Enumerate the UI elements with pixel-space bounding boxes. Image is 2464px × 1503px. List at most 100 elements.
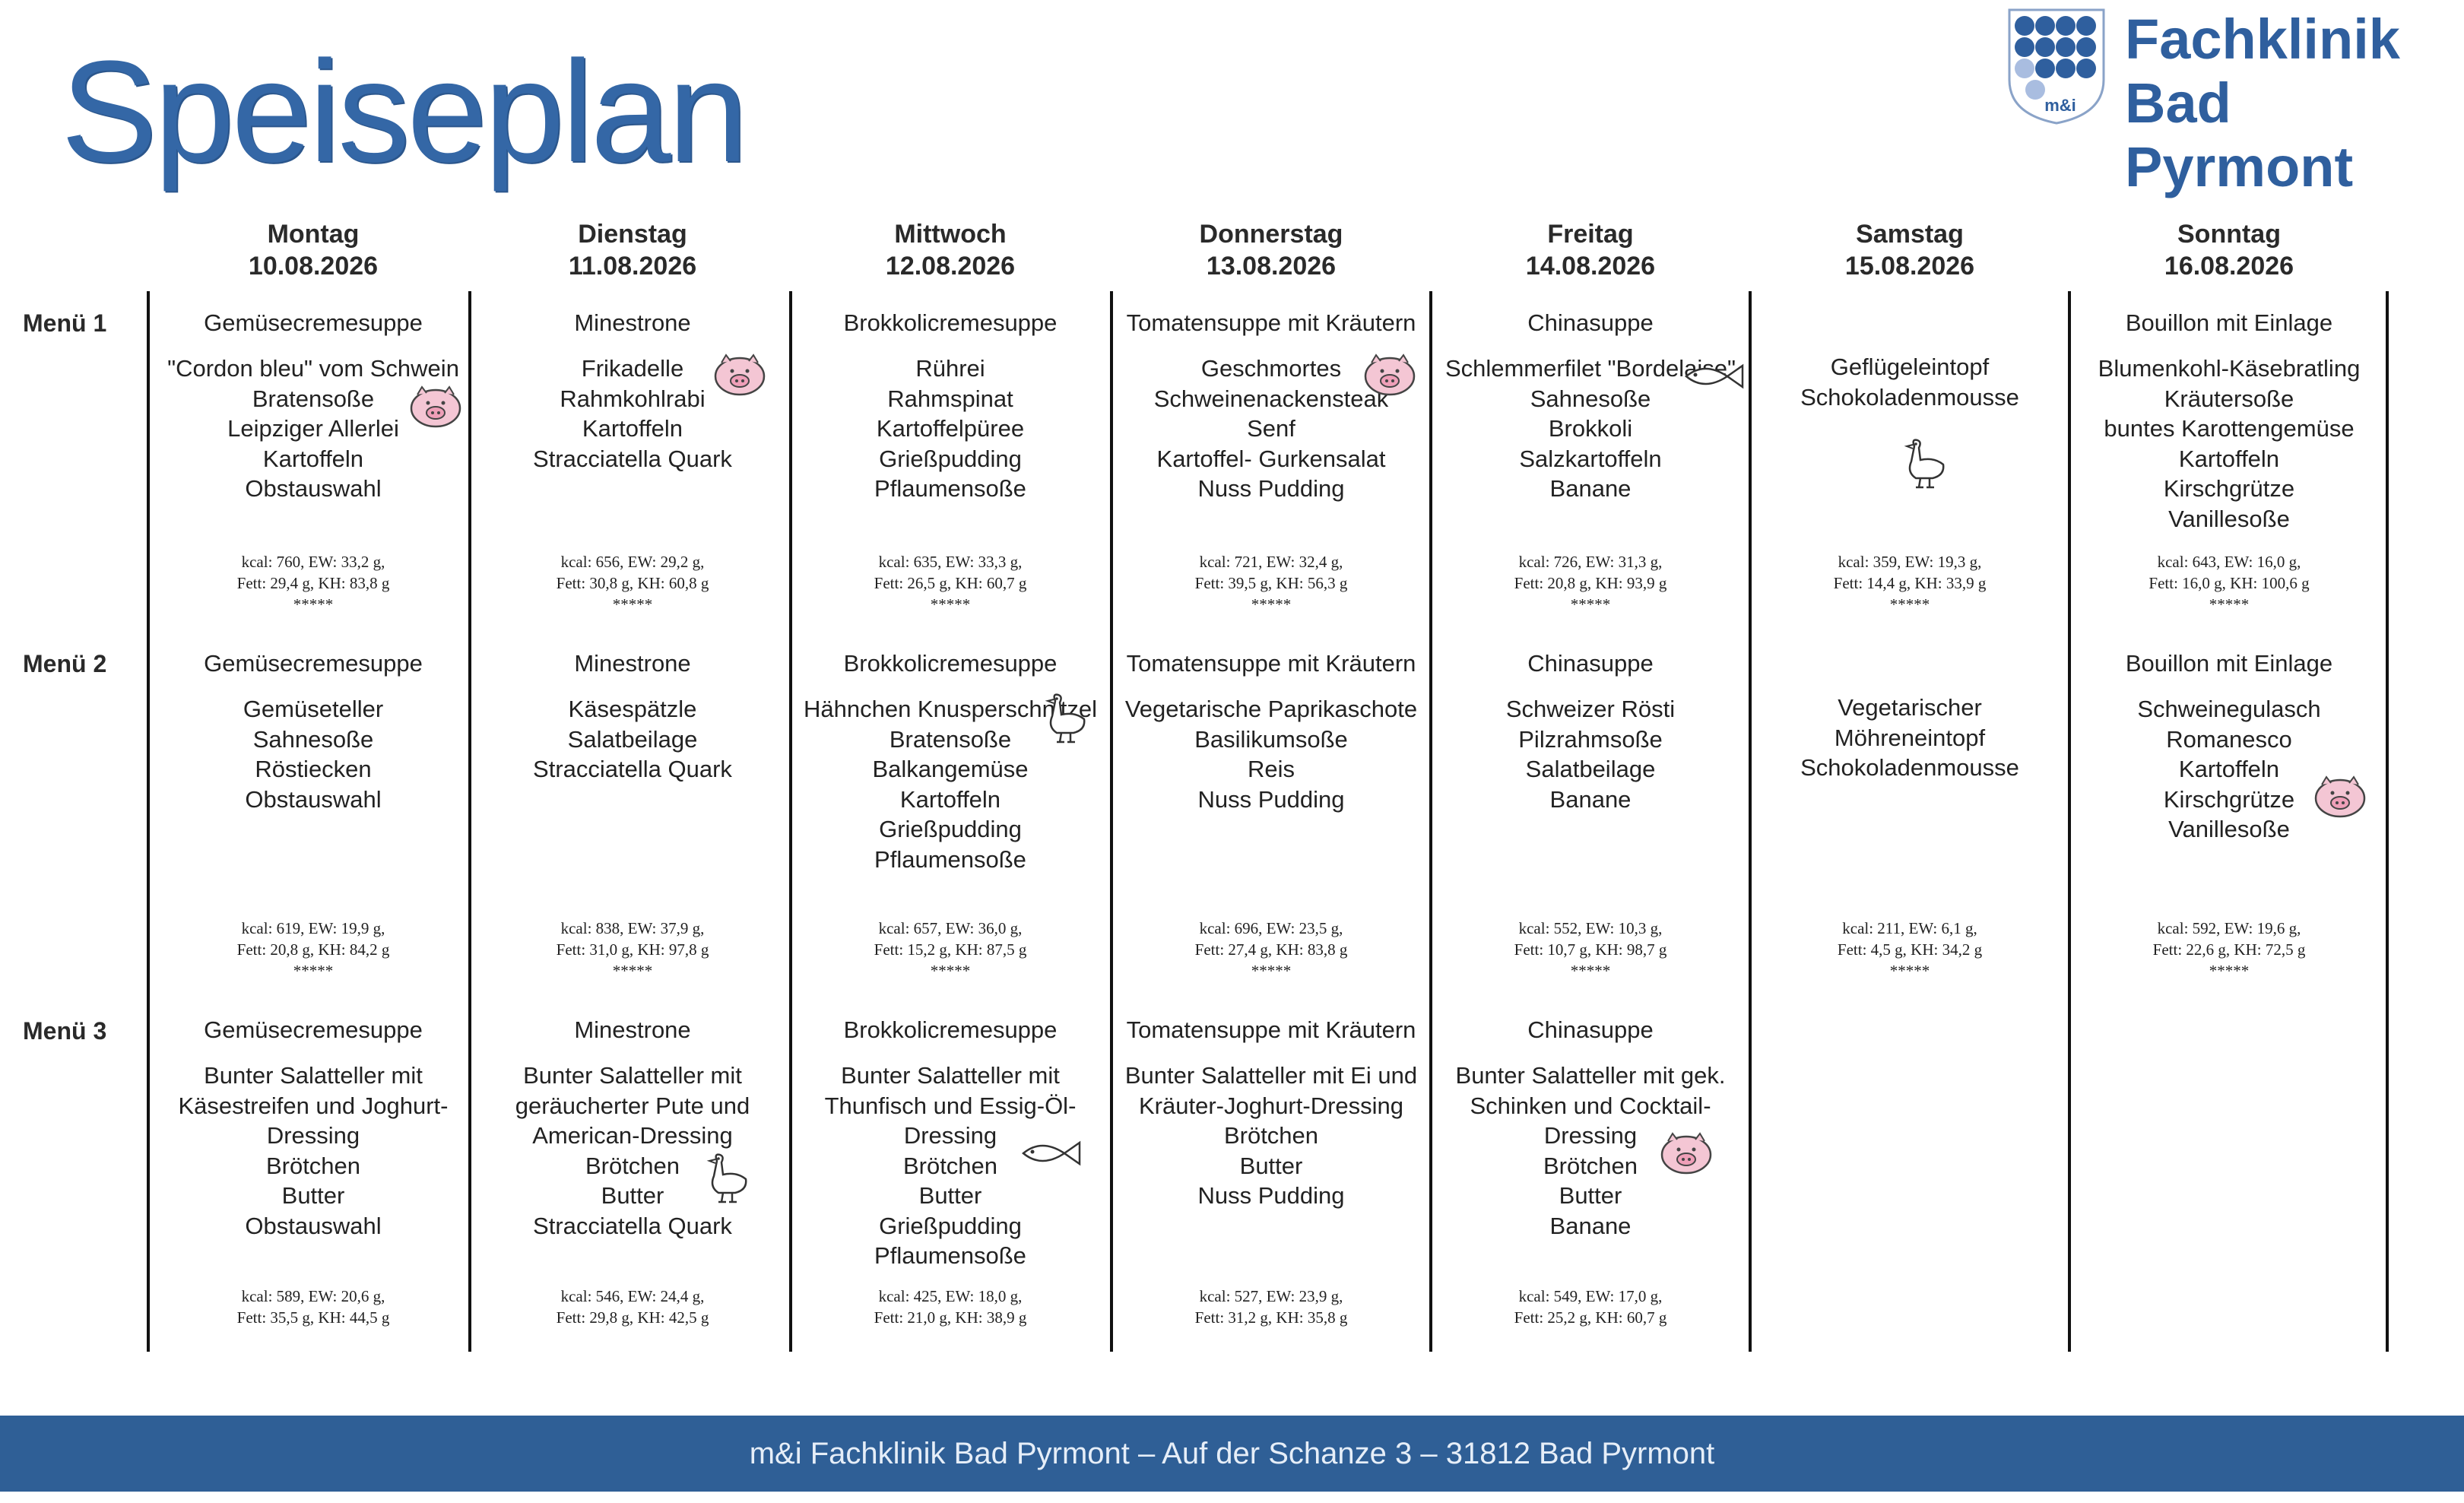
menu-label: Menü 1 [23, 309, 107, 337]
dish-item: Käsestreifen und Joghurt- [178, 1092, 449, 1119]
dish-item: Schokoladenmousse [1800, 754, 2019, 781]
nutrition-info: kcal: 760, EW: 33,2 g,Fett: 29,4 g, KH: … [157, 551, 469, 615]
dish-item: Kartoffeln [2178, 445, 2280, 472]
nutrition-line: Fett: 16,0 g, KH: 100,6 g [2148, 574, 2310, 592]
rating-stars: ***** [1251, 962, 1292, 980]
footer-bar: m&i Fachklinik Bad Pyrmont – Auf der Sch… [0, 1416, 2464, 1492]
soup-item: Minestrone [574, 309, 691, 336]
day-date: 14.08.2026 [1525, 252, 1656, 281]
day-name: Dienstag [578, 220, 687, 249]
nutrition-info: kcal: 546, EW: 24,4 g,Fett: 29,8 g, KH: … [477, 1286, 788, 1328]
rating-stars: ***** [612, 595, 653, 614]
dish-item: Dressing [266, 1122, 360, 1149]
column-divider [2386, 291, 2389, 1352]
dish-item: Brötchen [585, 1152, 680, 1179]
logo-line-2: Bad Pyrmont [2125, 71, 2354, 198]
dish-item: Rahmkohlrabi [560, 385, 706, 412]
dish-item: Butter [601, 1182, 664, 1209]
rating-stars: ***** [293, 962, 334, 980]
soup-item: Minestrone [574, 1016, 691, 1043]
soup-item: Bouillon mit Einlage [2125, 309, 2333, 336]
dish-item: Bunter Salatteller mit [841, 1062, 1060, 1089]
menu-cell: Gemüsecremesuppe"Cordon bleu" vom Schwei… [157, 308, 469, 504]
column-divider [468, 291, 471, 1352]
dish-item: Vegetarischer [1838, 694, 1982, 721]
dish-item: Butter [1559, 1182, 1622, 1209]
nutrition-line: kcal: 589, EW: 20,6 g, [241, 1287, 385, 1305]
dish-item: Senf [1247, 415, 1295, 442]
dish-item: Grießpudding [879, 1212, 1022, 1239]
dish-item: buntes Karottengemüse [2104, 415, 2355, 442]
dish-item: Obstauswahl [245, 1212, 382, 1239]
dish-item: Geflügeleintopf [1830, 354, 1990, 380]
day-name: Montag [267, 220, 360, 249]
dish-item: Kartoffeln [2178, 756, 2280, 782]
nutrition-line: Fett: 30,8 g, KH: 60,8 g [556, 574, 709, 592]
nutrition-line: kcal: 643, EW: 16,0 g, [2157, 553, 2301, 571]
dish-item: Kartoffeln [262, 445, 364, 472]
dish-item: Dressing [1543, 1122, 1638, 1149]
dish-item: Blumenkohl-Käsebratling [2098, 355, 2361, 382]
dish-item: Butter [918, 1182, 982, 1209]
dish-item: Stracciatella Quark [533, 1212, 732, 1239]
pig-icon [407, 384, 465, 435]
dish-item: Nuss Pudding [1197, 475, 1345, 502]
nutrition-line: Fett: 10,7 g, KH: 98,7 g [1514, 940, 1667, 959]
dish-item: Sahnesoße [252, 725, 374, 753]
nutrition-line: kcal: 726, EW: 31,3 g, [1518, 553, 1663, 571]
nutrition-info: kcal: 657, EW: 36,0 g,Fett: 15,2 g, KH: … [794, 918, 1106, 981]
day-date: 16.08.2026 [2164, 252, 2294, 281]
dish-item: Romanesco [2166, 725, 2292, 753]
dish-item: Kräuter-Joghurt-Dressing [1138, 1092, 1404, 1119]
dish-item: Thunfisch und Essig-Öl- [824, 1092, 1077, 1119]
nutrition-info: kcal: 619, EW: 19,9 g,Fett: 20,8 g, KH: … [157, 918, 469, 981]
dish-item: Butter [1239, 1152, 1303, 1179]
nutrition-line: kcal: 656, EW: 29,2 g, [560, 553, 705, 571]
dish-item: Vanillesoße [2168, 816, 2290, 842]
dish-item: Salatbeilage [1525, 756, 1656, 782]
nutrition-line: kcal: 425, EW: 18,0 g, [878, 1287, 1023, 1305]
dish-item: Bunter Salatteller mit [523, 1062, 742, 1089]
nutrition-line: kcal: 657, EW: 36,0 g, [878, 919, 1023, 937]
menu-label: Menü 3 [23, 1017, 107, 1045]
nutrition-info: kcal: 589, EW: 20,6 g,Fett: 35,5 g, KH: … [157, 1286, 469, 1328]
nutrition-info: kcal: 643, EW: 16,0 g, Fett: 16,0 g, KH: … [2073, 551, 2385, 615]
dish-item: Schweizer Rösti [1505, 696, 1676, 722]
dish-item: Schweinenackensteak [1153, 385, 1389, 412]
soup-item: Brokkolicremesuppe [843, 1016, 1058, 1043]
footer-address: m&i Fachklinik Bad Pyrmont – Auf der Sch… [749, 1436, 1715, 1470]
dish-item: Banane [1549, 1212, 1632, 1239]
nutrition-line: kcal: 552, EW: 10,3 g, [1518, 919, 1663, 937]
menu-label: Menü 2 [23, 650, 107, 677]
nutrition-line: Fett: 21,0 g, KH: 38,9 g [874, 1308, 1027, 1327]
dish-item: Balkangemüse [872, 756, 1029, 782]
soup-item: Bouillon mit Einlage [2125, 650, 2333, 677]
dish-item: Salatbeilage [567, 725, 698, 753]
nutrition-line: Fett: 31,0 g, KH: 97,8 g [556, 940, 709, 959]
nutrition-line: kcal: 619, EW: 19,9 g, [241, 919, 385, 937]
pig-icon [1657, 1130, 1715, 1181]
nutrition-info: kcal: 635, EW: 33,3 g,Fett: 26,5 g, KH: … [794, 551, 1106, 615]
day-name: Mittwoch [894, 220, 1007, 249]
rating-stars: ***** [1570, 595, 1611, 614]
rating-stars: ***** [1889, 962, 1930, 980]
dish-item: Rührei [915, 355, 985, 382]
fish-icon [1019, 1137, 1084, 1174]
rating-stars: ***** [1251, 595, 1292, 614]
